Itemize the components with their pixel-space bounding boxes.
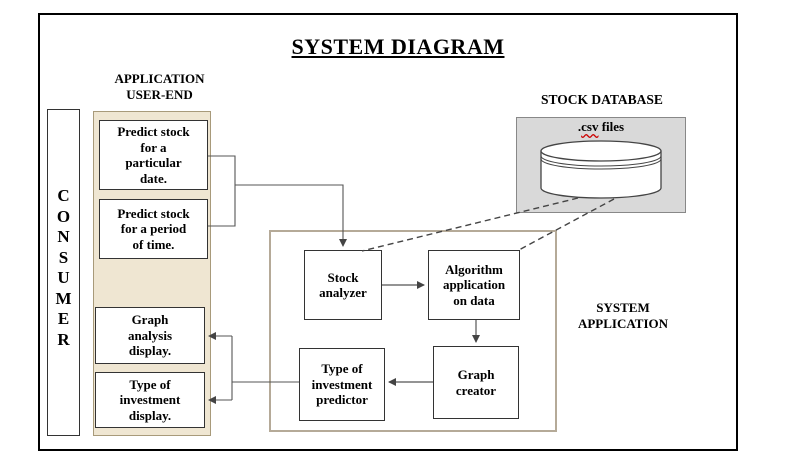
algorithm-box: Algorithm application on data xyxy=(428,250,520,320)
predict-period-box: Predict stock for a period of time. xyxy=(99,199,208,259)
csv-word: csv xyxy=(581,119,599,134)
consumer-box xyxy=(47,109,80,436)
stock-database-heading: STOCK DATABASE xyxy=(541,92,663,107)
box-line: Predict stock xyxy=(117,205,190,221)
box-line: creator xyxy=(455,382,497,398)
consumer-letter: M xyxy=(55,288,72,308)
consumer-letter: E xyxy=(57,309,70,328)
consumer-letter: S xyxy=(58,247,69,267)
graph-creator-box: Graph creator xyxy=(433,346,519,419)
consumer-letter: U xyxy=(57,268,70,287)
box-line: analysis xyxy=(127,327,173,343)
box-line: Predict stock xyxy=(117,124,190,139)
box-line: display. xyxy=(128,343,172,359)
box-line: Graph xyxy=(131,312,169,328)
investment-predictor-box: Type of investment predictor xyxy=(299,348,385,421)
box-line: application xyxy=(442,277,506,293)
graph-display-box: Graph analysis display. xyxy=(95,307,205,364)
box-line: Stock xyxy=(327,269,359,285)
box-line: investment xyxy=(119,392,181,408)
investment-display-box: Type of investment display. xyxy=(95,372,205,428)
box-line: Graph xyxy=(457,367,495,382)
consumer-letter: R xyxy=(57,329,70,349)
csv-files-label: .csv files xyxy=(516,119,686,135)
box-line: for a xyxy=(140,139,167,155)
csv-prefix: . xyxy=(577,119,582,134)
app-heading-line2: USER-END xyxy=(126,87,193,102)
sys-label-line1: SYSTEM xyxy=(596,300,650,315)
output-connector xyxy=(208,332,299,404)
diagram-title: SYSTEM DIAGRAM xyxy=(291,34,505,59)
predict-date-box: Predict stock for a particular date. xyxy=(99,120,208,190)
consumer-letter: N xyxy=(57,227,70,246)
box-line: particular xyxy=(125,155,182,170)
box-line: Type of xyxy=(321,361,363,377)
consumer-letter: O xyxy=(56,206,71,226)
app-user-end-heading: APPLICATION USER-END xyxy=(92,71,227,103)
box-line: date. xyxy=(139,170,168,186)
box-line: display. xyxy=(128,407,172,423)
box-line: analyzer xyxy=(319,285,367,300)
database-cylinder-icon xyxy=(540,140,662,199)
predict-input-connector xyxy=(208,155,347,247)
stock-analyzer-box: Stock analyzer xyxy=(304,250,382,320)
box-line: for a period xyxy=(120,221,187,237)
box-line: Type of xyxy=(129,376,171,392)
box-line: predictor xyxy=(316,392,368,408)
box-line: Algorithm xyxy=(445,261,503,277)
system-application-label: SYSTEM APPLICATION xyxy=(568,300,678,332)
consumer-letter: C xyxy=(57,186,70,205)
database-links xyxy=(361,197,615,252)
sys-label-line2: APPLICATION xyxy=(577,316,669,331)
csv-suffix: files xyxy=(598,119,625,134)
app-heading-line1: APPLICATION xyxy=(114,71,205,86)
box-line: on data xyxy=(453,292,495,308)
box-line: of time. xyxy=(132,236,175,252)
box-line: investment xyxy=(311,376,373,392)
consumer-label: C O N S U M E R xyxy=(47,186,80,350)
